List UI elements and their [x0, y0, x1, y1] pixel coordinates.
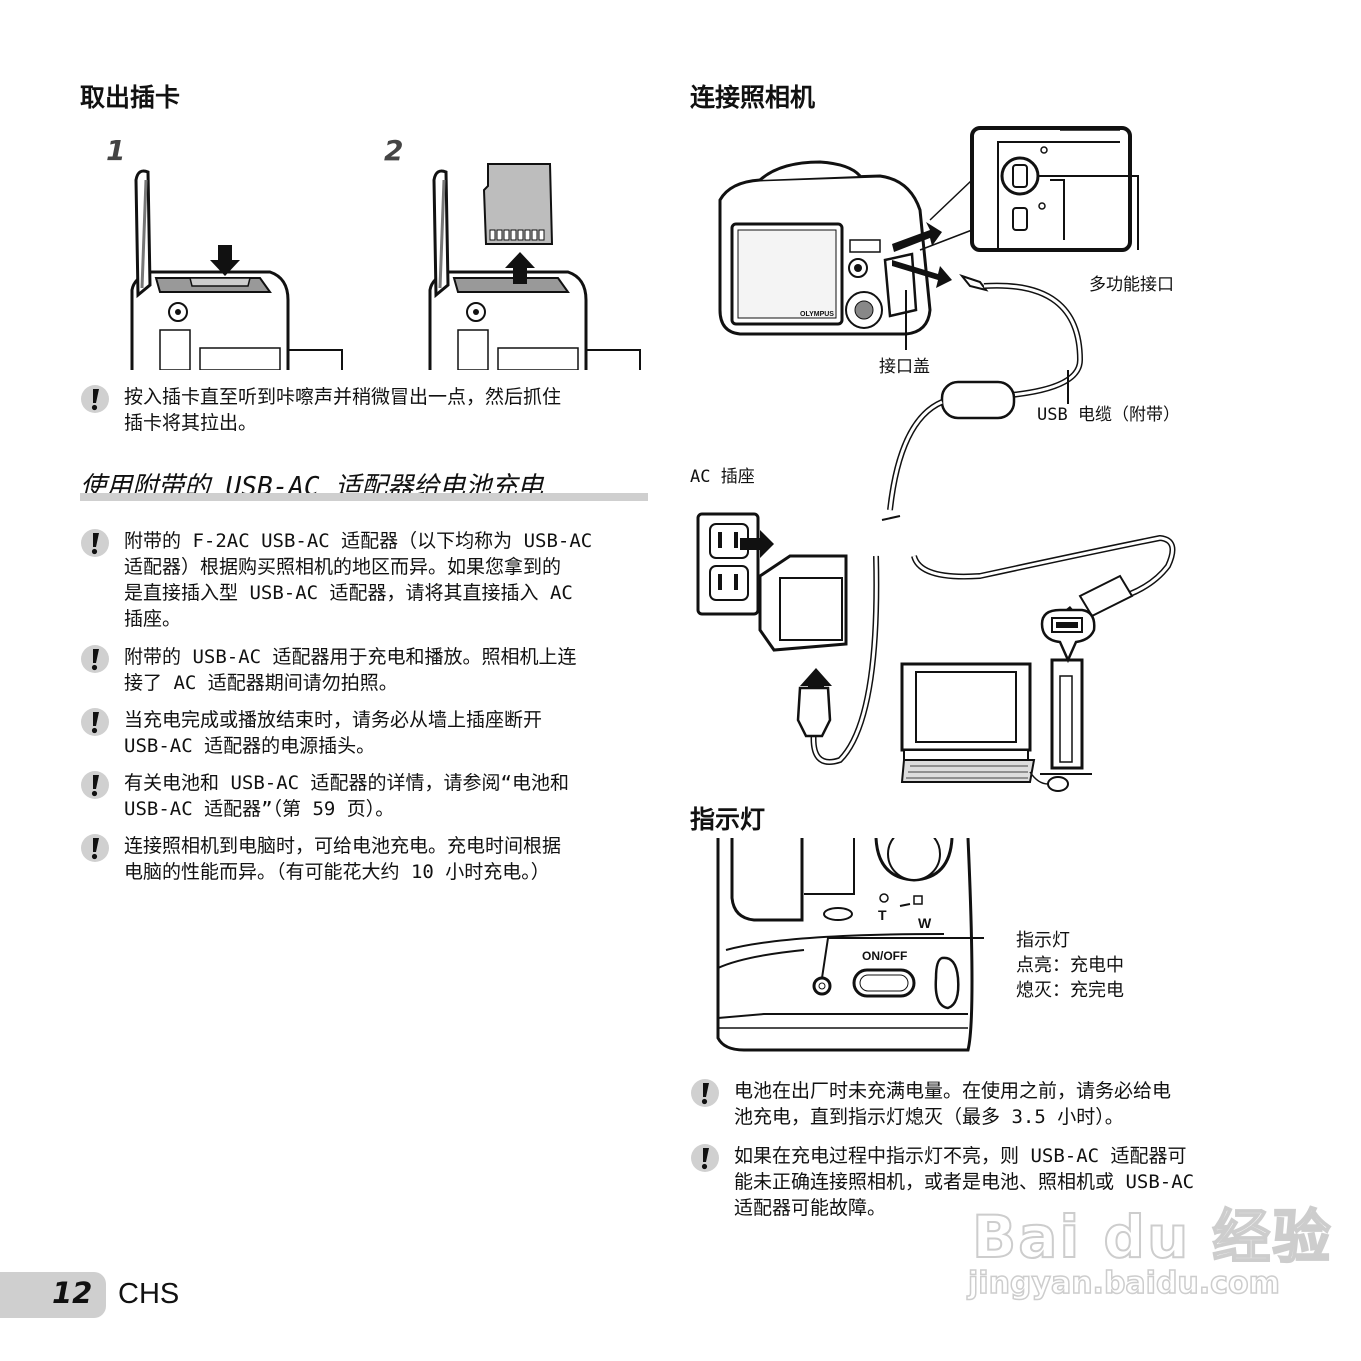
indicator-on-state: 点亮：充电中: [1016, 955, 1124, 976]
caution-note-4: 有关电池和 USB-AC 适配器的详情，请参阅“电池和 USB-AC 适配器”（…: [80, 770, 569, 822]
note-text: 如果在充电过程中指示灯不亮，则 USB-AC 适配器可 能未正确连接照相机，或者…: [734, 1145, 1195, 1219]
card-insert-illustration: [130, 169, 343, 370]
caution-icon: [81, 708, 109, 736]
note-text: 有关电池和 USB-AC 适配器的详情，请参阅“电池和 USB-AC 适配器”（…: [124, 772, 569, 820]
port-cover-label: 接口盖: [879, 357, 930, 377]
indicator-off-state: 熄灭：充完电: [1016, 980, 1124, 1001]
indicator-callout: 指示灯 点亮：充电中 熄灭：充完电: [1016, 928, 1124, 1003]
note-text: 当充电完成或播放结束时，请务必从墙上插座断开 USB-AC 适配器的电源插头。: [124, 709, 543, 757]
note-text: 连接照相机到电脑时，可给电池充电。充电时间根据 电脑的性能而异。（有可能花大约 …: [124, 835, 562, 883]
page-number-tab: [0, 1272, 106, 1318]
caution-icon: [81, 834, 109, 862]
caution-icon: [691, 1144, 719, 1172]
note-text: 附带的 F-2AC USB-AC 适配器（以下均称为 USB-AC 适配器）根据…: [124, 530, 593, 630]
usb-cable-label: USB 电缆（附带）: [1037, 405, 1180, 425]
remove-card-title: 取出插卡: [80, 83, 181, 112]
indicator-illustration: T W ON/OFF: [716, 838, 984, 1052]
note-text: 电池在出厂时未充满电量。在使用之前，请务必给电 池充电，直到指示灯熄灭（最多 3…: [734, 1080, 1172, 1128]
step-number-1: 1: [106, 134, 126, 167]
connect-camera-title: 连接照相机: [690, 83, 816, 112]
caution-icon: [81, 645, 109, 673]
caution-note-5: 连接照相机到电脑时，可给电池充电。充电时间根据 电脑的性能而异。（有可能花大约 …: [80, 833, 561, 885]
remove-card-note-text: 按入插卡直至听到咔嚓声并稍微冒出一点，然后抓住 插卡将其拉出。: [124, 386, 562, 434]
indicator-callout-title: 指示灯: [1016, 930, 1070, 951]
caution-note-2: 附带的 USB-AC 适配器用于充电和播放。照相机上连 接了 AC 适配器期间请…: [80, 644, 577, 696]
camera-brand-label: OLYMPUS: [800, 311, 834, 318]
zoom-wide-label: W: [918, 915, 932, 931]
caution-note-indicator: 如果在充电过程中指示灯不亮，则 USB-AC 适配器可 能未正确连接照相机，或者…: [690, 1143, 1194, 1221]
caution-icon: [81, 529, 109, 557]
note-text: 附带的 USB-AC 适配器用于充电和播放。照相机上连 接了 AC 适配器期间请…: [124, 646, 577, 694]
multi-port-label: 多功能接口: [1089, 275, 1174, 295]
step-number-2: 2: [384, 134, 404, 167]
language-code: CHS: [118, 1278, 180, 1310]
watermark-url: jingyan.baidu.com: [967, 1265, 1280, 1302]
onoff-label: ON/OFF: [862, 949, 907, 963]
caution-note-3: 当充电完成或播放结束时，请务必从墙上插座断开 USB-AC 适配器的电源插头。: [80, 707, 542, 759]
caution-note-battery: 电池在出厂时未充满电量。在使用之前，请务必给电 池充电，直到指示灯熄灭（最多 3…: [690, 1078, 1171, 1130]
caution-icon: [81, 385, 109, 413]
caution-note-1: 附带的 F-2AC USB-AC 适配器（以下均称为 USB-AC 适配器）根据…: [80, 528, 592, 632]
zoom-tele-label: T: [878, 907, 887, 923]
connection-illustration: OLYMPUS: [696, 126, 1176, 792]
page-number: 12: [52, 1276, 93, 1310]
caution-icon: [81, 771, 109, 799]
caution-note-remove-card: 按入插卡直至听到咔嚓声并稍微冒出一点，然后抓住 插卡将其拉出。: [80, 384, 561, 436]
caution-icon: [691, 1079, 719, 1107]
section-title-rule: [80, 493, 648, 501]
indicator-title: 指示灯: [690, 805, 766, 834]
card-remove-illustration: [428, 163, 641, 370]
ac-outlet-label: AC 插座: [690, 467, 755, 487]
watermark-brand: Bai du 经验: [971, 1202, 1333, 1272]
